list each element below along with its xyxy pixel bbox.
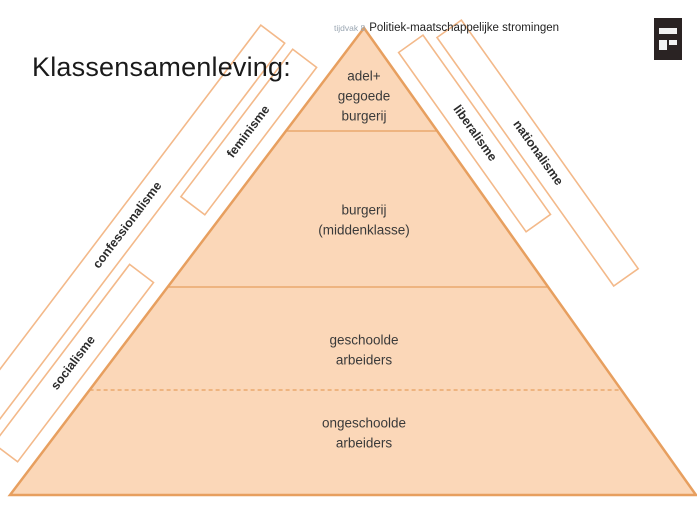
liberalisme-band-outline	[397, 33, 552, 233]
liberalisme-band: liberalisme	[397, 33, 552, 233]
pyramid-level-3-line-1: geschoolde	[329, 333, 398, 348]
pyramid-level-3-line-2: arbeiders	[336, 353, 393, 368]
slide-title: Klassensamenleving:	[32, 52, 291, 82]
confessionalisme-label: confessionalisme	[90, 179, 165, 271]
pyramid-level-3: geschoolde arbeiders	[329, 333, 398, 368]
header-text: Politiek-maatschappelijke stromingen	[369, 22, 560, 34]
header-prefix: tijdvak 8	[334, 23, 366, 33]
pyramid-level-4-line-1: ongeschoolde	[322, 416, 406, 431]
nationalisme-band-outline	[435, 18, 640, 288]
socialisme-band: socialisme	[0, 263, 155, 463]
pyramid-level-4-line-2: arbeiders	[336, 436, 393, 451]
confessionalisme-band-outline	[0, 23, 286, 421]
pyramid-body	[7, 25, 697, 497]
pyramid-level-4: ongeschoolde arbeiders	[322, 416, 406, 451]
feminisme-band-outline	[179, 48, 318, 216]
pyramid-level-1-line-3: burgerij	[341, 109, 386, 124]
pyramid-level-1-line-2: gegoede	[338, 89, 391, 104]
pyramid-level-2-line-2: (middenklasse)	[318, 223, 410, 238]
pyramid-level-1: adel+ gegoede burgerij	[338, 69, 391, 124]
pyramid-level-2-line-1: burgerij	[341, 203, 386, 218]
socialisme-band-outline	[0, 263, 155, 463]
pyramid-level-1-line-1: adel+	[347, 69, 381, 84]
factory-icon	[654, 18, 682, 60]
pyramid-level-2: burgerij (middenklasse)	[318, 203, 410, 238]
